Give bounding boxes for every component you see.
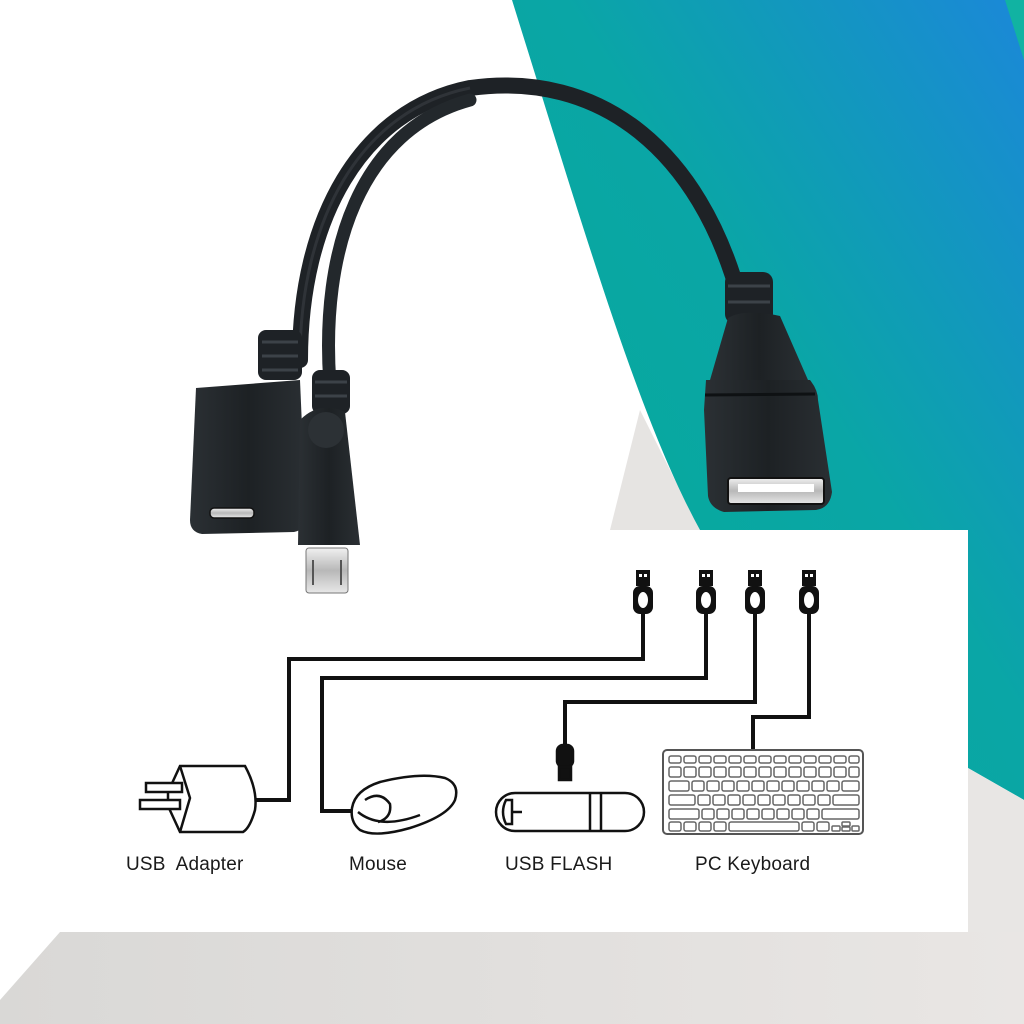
keyboard-icon bbox=[662, 749, 864, 835]
otg-cable-photo bbox=[190, 77, 832, 594]
line-to-mouse bbox=[320, 614, 708, 813]
line-to-usb-adapter bbox=[256, 614, 645, 802]
usb-plug-icon bbox=[633, 570, 653, 614]
line-to-keyboard bbox=[751, 614, 811, 750]
label-usb-adapter: USB Adapter bbox=[126, 854, 244, 875]
line-to-usb-flash bbox=[563, 614, 757, 745]
label-usb-flash: USB FLASH bbox=[505, 854, 613, 875]
label-mouse: Mouse bbox=[349, 854, 408, 875]
usb-plug-icon bbox=[745, 570, 765, 614]
usb-flash-drive-icon bbox=[494, 743, 646, 833]
label-pc-keyboard: PC Keyboard bbox=[695, 854, 811, 875]
usb-plug-icon bbox=[799, 570, 819, 614]
gray-bottom-band bbox=[0, 932, 1024, 1024]
cable-left-branch bbox=[322, 93, 477, 392]
mouse-icon bbox=[350, 774, 458, 835]
blue-edge-sliver bbox=[1005, 0, 1024, 60]
micro-usb-male-connector bbox=[298, 370, 360, 594]
usb-plug-icon bbox=[696, 570, 716, 614]
gray-accent-shape bbox=[610, 410, 700, 530]
usb-a-female-connector bbox=[704, 272, 832, 512]
connection-diagram bbox=[138, 570, 864, 835]
power-adapter-icon bbox=[138, 764, 257, 834]
micro-usb-female-connector bbox=[190, 330, 306, 534]
